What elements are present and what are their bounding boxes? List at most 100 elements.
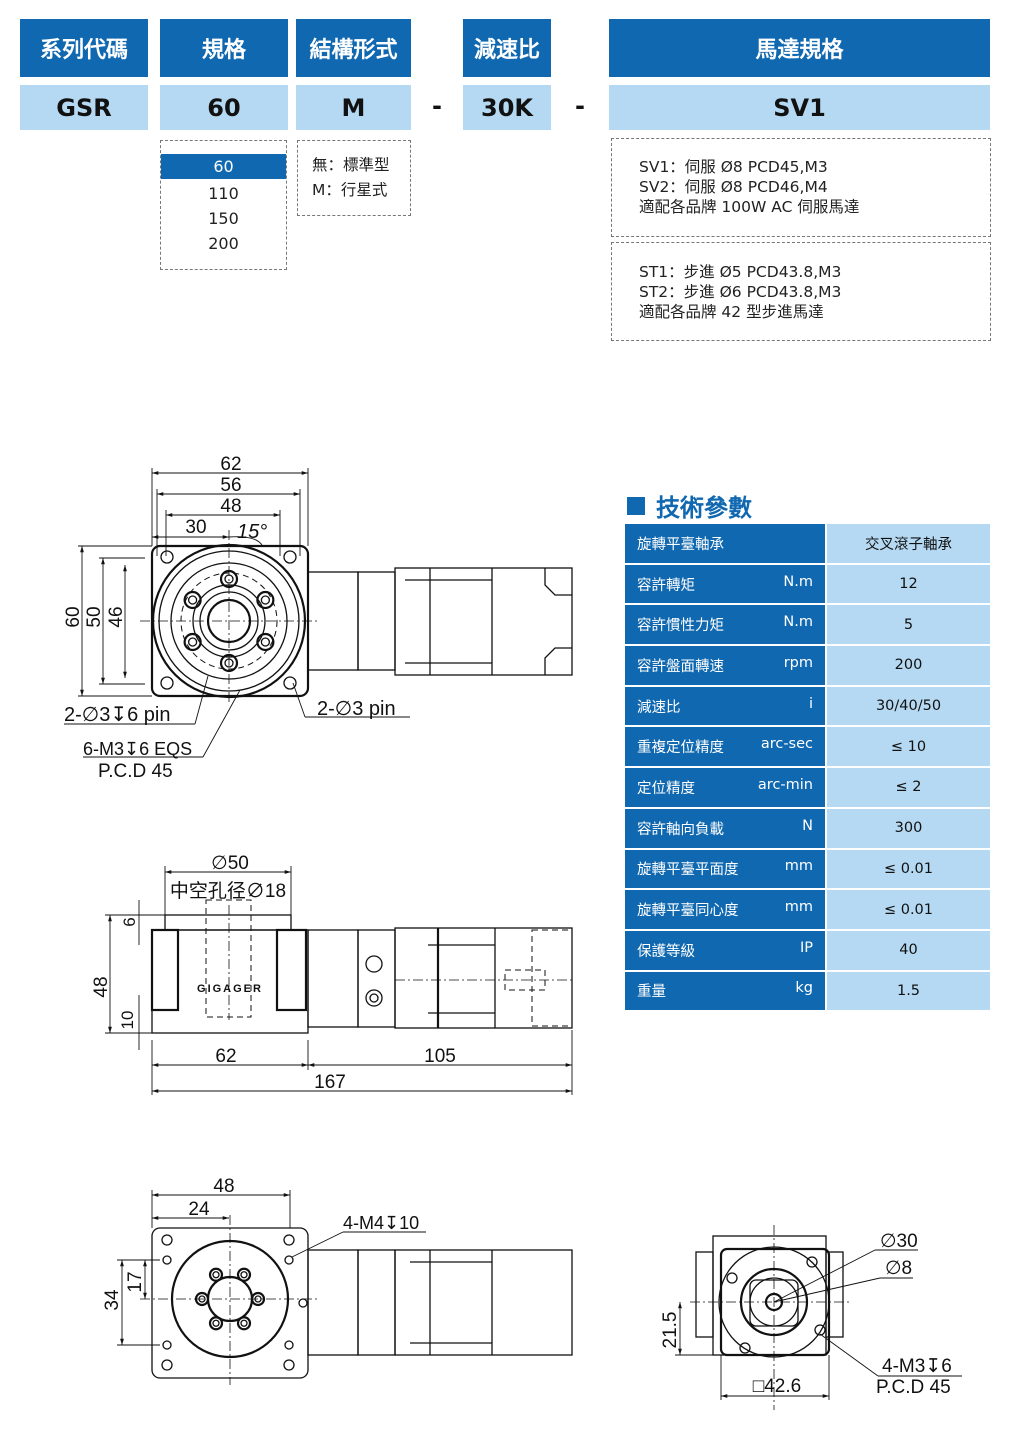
spec-value: ≤ 2 — [826, 767, 990, 809]
spec-label: 定位精度 — [637, 780, 695, 797]
spec-label-cell: 重複定位精度 arc-sec — [625, 726, 827, 769]
dim-d8: ∅8 — [885, 1258, 912, 1279]
spec-value: ≤ 0.01 — [826, 889, 990, 931]
dim-50: 50 — [84, 606, 105, 627]
spec-label: 旋轉平臺平面度 — [637, 862, 739, 879]
spec-label-cell: 減速比 i — [625, 685, 827, 728]
size-option: 150 — [208, 209, 239, 228]
spec-label-cell: 旋轉平臺軸承 — [625, 524, 827, 565]
structure-option: 無：標準型 — [312, 156, 390, 174]
spec-label: 重複定位精度 — [637, 740, 724, 757]
spec-value: ≤ 0.01 — [826, 848, 990, 891]
spec-unit: IP — [799, 939, 813, 956]
motor-servo-options: SV1：伺服 Ø8 PCD45,M3 SV2：伺服 Ø8 PCD46,M4 適配… — [611, 138, 991, 237]
dim-d50: ∅50 — [211, 853, 249, 874]
size-option: 200 — [208, 234, 239, 253]
header-ratio: 減速比 — [463, 19, 551, 77]
title-square-icon — [627, 496, 645, 515]
spec-title-text: 技術參數 — [656, 494, 752, 522]
spec-value: 30/40/50 — [826, 685, 990, 728]
motor-option: ST1：步進 Ø5 PCD43.8,M3 — [639, 263, 842, 281]
spec-value: 5 — [826, 604, 990, 647]
spec-label: 容許慣性力矩 — [637, 618, 724, 635]
spec-label: 保護等級 — [637, 943, 695, 960]
drawing-rear-view: 48 24 4-M4↧10 34 17 — [102, 1176, 573, 1385]
label-mount-holes: 6-M3↧6 EQS — [83, 739, 192, 759]
label-pin-depth: 2-∅3↧6 pin — [64, 704, 170, 726]
dim-6: 6 — [120, 917, 139, 926]
value-motor: SV1 — [609, 85, 990, 130]
motor-note: 適配各品牌 100W AC 伺服馬達 — [639, 198, 860, 216]
dim-105: 105 — [424, 1046, 456, 1067]
dim-24: 24 — [188, 1199, 210, 1220]
bolt-hole — [236, 1316, 252, 1331]
drawing-motor-flange: ∅30 ∅8 4-M3↧6 P.C.D 45 21.5 □42.6 — [660, 1225, 962, 1410]
dim-62: 62 — [220, 454, 241, 475]
motor-option: ST2：步進 Ø6 PCD43.8,M3 — [639, 283, 842, 301]
motor-stepper-options: ST1：步進 Ø5 PCD43.8,M3 ST2：步進 Ø6 PCD43.8,M… — [611, 242, 991, 341]
spec-value: 12 — [826, 563, 990, 606]
spec-unit: kg — [795, 980, 813, 997]
spec-label-cell: 重量 kg — [625, 970, 827, 1013]
spec-unit: N — [802, 817, 813, 834]
spec-row: 定位精度 arc-min ≤ 2 — [625, 767, 990, 809]
spec-label: 容許轉矩 — [637, 577, 695, 594]
dim-167: 167 — [314, 1072, 346, 1093]
spec-label-cell: 保護等級 IP — [625, 929, 827, 972]
dim-34: 34 — [102, 1289, 123, 1311]
value-size: 60 — [160, 85, 288, 130]
dim-square-42-6: □42.6 — [753, 1376, 801, 1397]
spec-unit: mm — [784, 899, 813, 916]
dim-48-height: 48 — [91, 976, 112, 997]
structure-option: M：行星式 — [312, 181, 388, 199]
dim-17: 17 — [125, 1271, 146, 1292]
bolt-hole — [212, 1271, 220, 1279]
spec-row: 旋轉平臺同心度 mm ≤ 0.01 — [625, 889, 990, 931]
dim-10: 10 — [118, 1011, 137, 1030]
spec-label: 容許盤面轉速 — [637, 658, 724, 675]
dim-d30: ∅30 — [880, 1231, 918, 1252]
spec-row: 減速比 i 30/40/50 — [625, 685, 990, 728]
motor-note: 適配各品牌 42 型步進馬達 — [639, 303, 824, 321]
spec-row: 重複定位精度 arc-sec ≤ 10 — [625, 726, 990, 769]
value-series-code: GSR — [20, 85, 148, 130]
size-option-selected: 60 — [161, 154, 286, 179]
bolt-hole — [260, 637, 271, 647]
label-bore: 中空孔径∅18 — [170, 880, 286, 902]
spec-unit: arc-sec — [760, 736, 813, 753]
dim-60: 60 — [63, 606, 84, 627]
bolt-hole — [240, 1319, 248, 1327]
spec-unit: i — [808, 695, 813, 712]
spec-label-cell: 旋轉平臺同心度 mm — [625, 889, 827, 931]
label-m3-holes: 4-M3↧6 — [882, 1356, 952, 1377]
spec-unit: arc-min — [757, 776, 813, 793]
dim-48-rear: 48 — [213, 1176, 234, 1197]
label-m4-holes: 4-M4↧10 — [343, 1213, 419, 1233]
dim-56: 56 — [220, 475, 241, 496]
dim-62-length: 62 — [215, 1046, 236, 1067]
size-options: 60 110 150 200 — [160, 140, 287, 270]
spec-value: ≤ 10 — [826, 726, 990, 769]
bolt-hole — [236, 1267, 252, 1282]
spec-unit: N.m — [783, 614, 813, 631]
dim-48: 48 — [220, 496, 241, 517]
spec-label: 減速比 — [637, 699, 681, 716]
size-option: 110 — [208, 184, 239, 203]
spec-label: 重量 — [637, 984, 666, 1001]
bolt-hole — [256, 632, 275, 652]
header-motor: 馬達規格 — [609, 19, 990, 77]
bolt-hole — [183, 632, 202, 652]
bolt-hole — [183, 590, 202, 610]
spec-row: 容許慣性力矩 N.m 5 — [625, 604, 990, 647]
bolt-hole — [208, 1267, 224, 1282]
spec-label: 旋轉平臺同心度 — [637, 903, 739, 920]
header-series-code: 系列代碼 — [20, 19, 148, 77]
spec-label-cell: 容許慣性力矩 N.m — [625, 604, 827, 647]
